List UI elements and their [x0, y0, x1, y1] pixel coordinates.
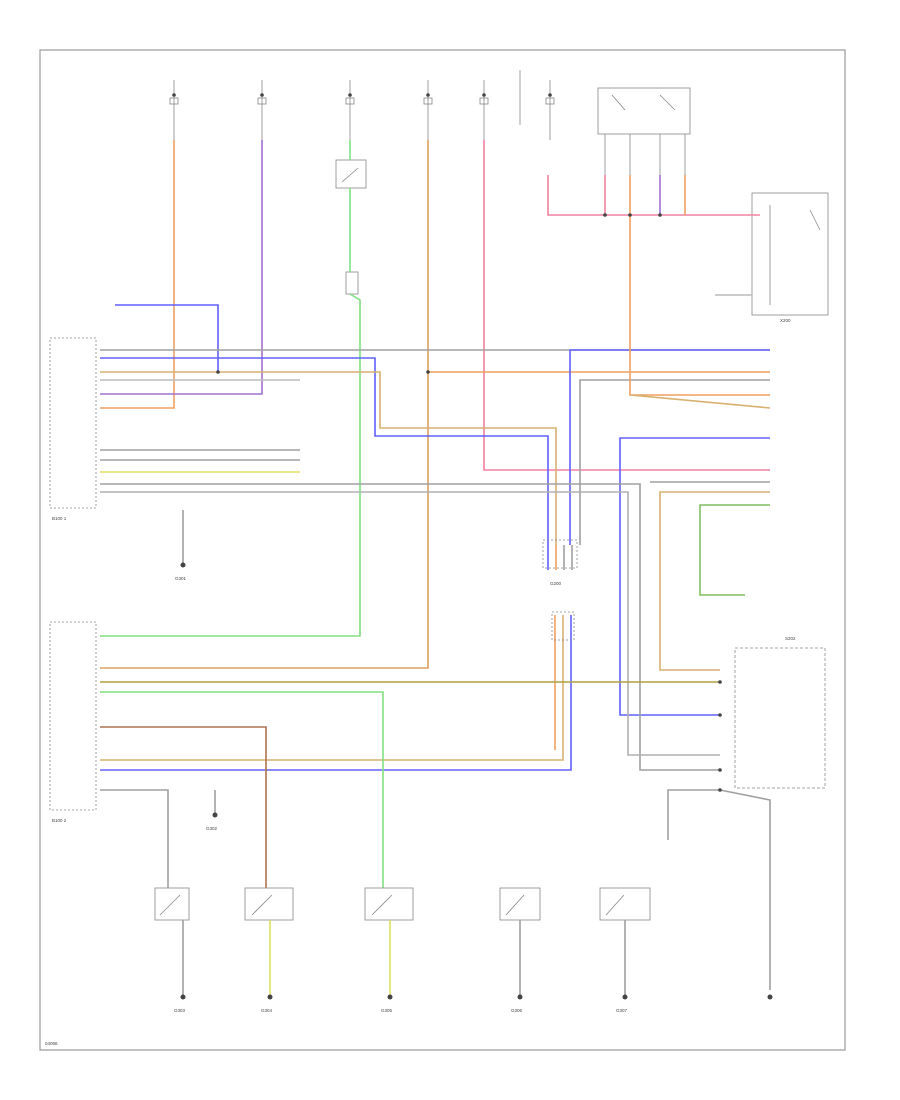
ground-marker [180, 994, 186, 1000]
fuse-3 [345, 80, 355, 140]
wire-gray-3 [579, 379, 770, 545]
wire-center-down-1 [100, 615, 564, 761]
power-sources [169, 70, 555, 140]
relay-box [597, 87, 691, 175]
ground-marker [622, 994, 628, 1000]
wire-gray-7 [100, 483, 720, 771]
left-module-upper-label: B100 1 [52, 516, 67, 521]
wire-green-2 [699, 504, 770, 596]
center-connector-label: G200 [550, 581, 562, 586]
wires: S202 [100, 140, 826, 990]
left-module-lower-label: B100 2 [52, 818, 67, 823]
ground-marker [212, 812, 218, 818]
ground-label: G304 [261, 1008, 273, 1013]
wire-tan-3 [629, 394, 771, 409]
ground-marker [387, 994, 393, 1000]
ground-label: G305 [381, 1008, 393, 1013]
wire-gray-10 [100, 789, 169, 888]
ground-label: G303 [174, 1008, 186, 1013]
ground-marker [267, 994, 273, 1000]
wire-pink-1 [483, 140, 770, 471]
wire-violet-1 [100, 140, 263, 395]
diagram-frame [39, 49, 846, 1051]
wire-blue-1 [115, 304, 219, 372]
wire-orange-1 [100, 140, 175, 409]
wire-tan-2 [100, 371, 557, 545]
left-module-upper: B100 1 [49, 337, 97, 521]
wire-tan-4 [659, 491, 770, 671]
fuse-2 [257, 80, 267, 140]
wire-gray-12 [719, 789, 771, 990]
switch-upper [335, 159, 367, 295]
fuse-6 [545, 80, 555, 140]
wire-green-1 [100, 140, 361, 637]
ground-label: G301 [175, 576, 187, 581]
bottom-switch-2 [244, 887, 294, 921]
wire-brown-1 [100, 726, 267, 888]
ground-wires [182, 510, 626, 995]
left-module-lower: B100 2 [49, 621, 97, 823]
wire-blue-3 [569, 349, 770, 545]
fuse-4 [423, 80, 433, 140]
ground-marker [767, 994, 773, 1000]
wire-blue-4 [619, 437, 770, 716]
footer-code: 04066 [45, 1041, 58, 1046]
ground-label: G302 [206, 826, 218, 831]
wire-green-3 [100, 691, 384, 888]
wire-orange-3 [629, 175, 770, 396]
lower-right-box-label: S202 [785, 636, 796, 641]
right-module: X200 [751, 192, 829, 323]
wire-gray-8 [100, 491, 720, 756]
wire-gray-11 [667, 789, 720, 840]
fuse-1 [169, 80, 179, 140]
wire-tan-1 [100, 140, 429, 669]
right-module-label: X200 [780, 318, 791, 323]
bottom-switch-4 [499, 887, 541, 921]
wire-center-down-2 [100, 615, 572, 771]
ground-label: G306 [511, 1008, 523, 1013]
center-connector: G200 [542, 539, 578, 641]
wire-pink-2 [547, 175, 760, 216]
lower-right-box [734, 647, 826, 789]
fuse-5 [479, 80, 489, 140]
grounds: G301 G302 G303 G304 G305 G306 G307 [174, 562, 773, 1013]
bottom-switch-1 [154, 887, 190, 921]
ground-marker [517, 994, 523, 1000]
splices [216, 213, 722, 792]
ground-label: G307 [616, 1008, 628, 1013]
bottom-switches [154, 887, 651, 921]
bottom-switch-3 [364, 887, 414, 921]
bottom-switch-5 [599, 887, 651, 921]
wire-blue-2 [100, 357, 549, 545]
ground-marker [180, 562, 186, 568]
